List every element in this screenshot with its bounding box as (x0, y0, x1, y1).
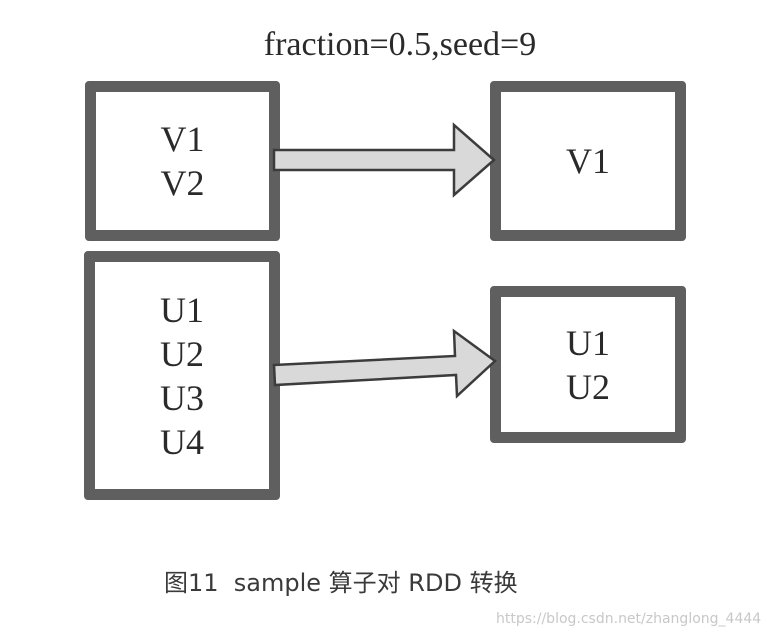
transform-arrow-bottom (272, 328, 497, 399)
partition-item: U1 (160, 289, 204, 330)
transform-arrow-top (272, 122, 496, 198)
diagram-title: fraction=0.5,seed=9 (263, 26, 537, 63)
result-partition-v: V1 (490, 81, 686, 241)
watermark-text: https://blog.csdn.net/zhanglong_4444 (496, 611, 762, 627)
figure-caption: 图11 sample 算子对 RDD 转换 (164, 569, 518, 597)
result-partition-u: U1 U2 (490, 286, 686, 443)
partition-item: U4 (160, 421, 204, 462)
partition-item: V2 (160, 163, 205, 203)
partition-item: U2 (566, 366, 610, 407)
partition-item: U1 (566, 322, 610, 363)
source-partition-v: V1 V2 (85, 81, 280, 241)
partition-item: U2 (160, 333, 204, 374)
partition-item: V1 (566, 141, 610, 181)
partition-item: V1 (160, 119, 205, 159)
partition-item: U3 (160, 377, 204, 418)
